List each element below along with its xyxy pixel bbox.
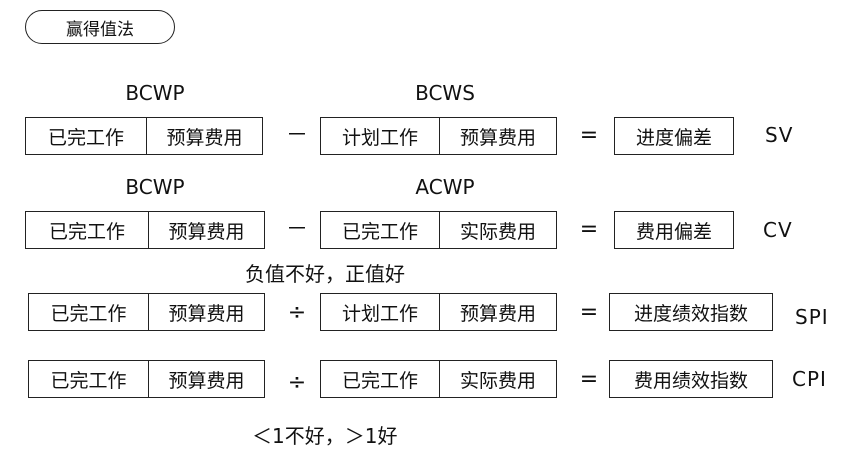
row2-operator: － <box>285 217 308 242</box>
row3-abbreviation: SPI <box>795 305 829 329</box>
note-sign-meaning: 负值不好，正值好 <box>245 262 405 286</box>
row3-right-cell-2: 预算费用 <box>439 294 556 330</box>
row2-right-cell-1: 已完工作 <box>341 220 418 243</box>
row3-left-box: 已完工作 预算费用 <box>28 293 265 331</box>
row1-right-label: BCWS <box>415 81 475 105</box>
row2-left-cell-1: 已完工作 <box>48 220 125 243</box>
row2-abbreviation: CV <box>763 218 793 242</box>
row2-right-label: ACWP <box>415 175 475 199</box>
row1-left-label: BCWP <box>125 81 185 105</box>
row4-left-box: 已完工作 预算费用 <box>28 360 265 398</box>
row1-result-box: 进度偏差 <box>614 117 734 155</box>
row4-equals: = <box>579 367 599 392</box>
row2-result-box: 费用偏差 <box>614 211 734 249</box>
method-title: 赢得值法 <box>25 10 175 44</box>
row1-equals: = <box>579 123 599 148</box>
row4-result-box: 费用绩效指数 <box>609 360 773 398</box>
row4-left-cell-2: 预算费用 <box>148 361 264 397</box>
row2-right-box: 已完工作 实际费用 <box>320 211 557 249</box>
row1-operator: － <box>285 123 308 148</box>
row2-left-cell-2: 预算费用 <box>148 212 264 248</box>
row1-left-box: 已完工作 预算费用 <box>25 117 263 155</box>
row2-left-box: 已完工作 预算费用 <box>25 211 265 249</box>
note-index-meaning: ＜1不好，＞1好 <box>252 424 398 448</box>
row4-right-cell-1: 已完工作 <box>341 369 418 392</box>
row4-left-cell-1: 已完工作 <box>50 369 127 392</box>
row1-right-box: 计划工作 预算费用 <box>320 117 557 155</box>
row3-left-cell-2: 预算费用 <box>148 294 264 330</box>
row1-abbreviation: SV <box>765 123 794 147</box>
row1-left-cell-1: 已完工作 <box>47 126 124 149</box>
row3-right-cell-1: 计划工作 <box>341 302 418 325</box>
row2-equals: = <box>579 217 599 242</box>
row3-right-box: 计划工作 预算费用 <box>320 293 557 331</box>
row3-result-box: 进度绩效指数 <box>609 293 773 331</box>
row4-right-cell-2: 实际费用 <box>439 361 556 397</box>
row1-right-cell-1: 计划工作 <box>341 126 418 149</box>
row2-right-cell-2: 实际费用 <box>439 212 556 248</box>
row3-left-cell-1: 已完工作 <box>50 302 127 325</box>
row2-left-label: BCWP <box>125 175 185 199</box>
row4-abbreviation: CPI <box>792 367 827 391</box>
row3-operator: ÷ <box>287 300 307 325</box>
row1-right-cell-2: 预算费用 <box>439 118 556 154</box>
row4-right-box: 已完工作 实际费用 <box>320 360 557 398</box>
row4-operator: ÷ <box>287 370 307 395</box>
row3-equals: = <box>579 300 599 325</box>
row1-left-cell-2: 预算费用 <box>146 118 262 154</box>
